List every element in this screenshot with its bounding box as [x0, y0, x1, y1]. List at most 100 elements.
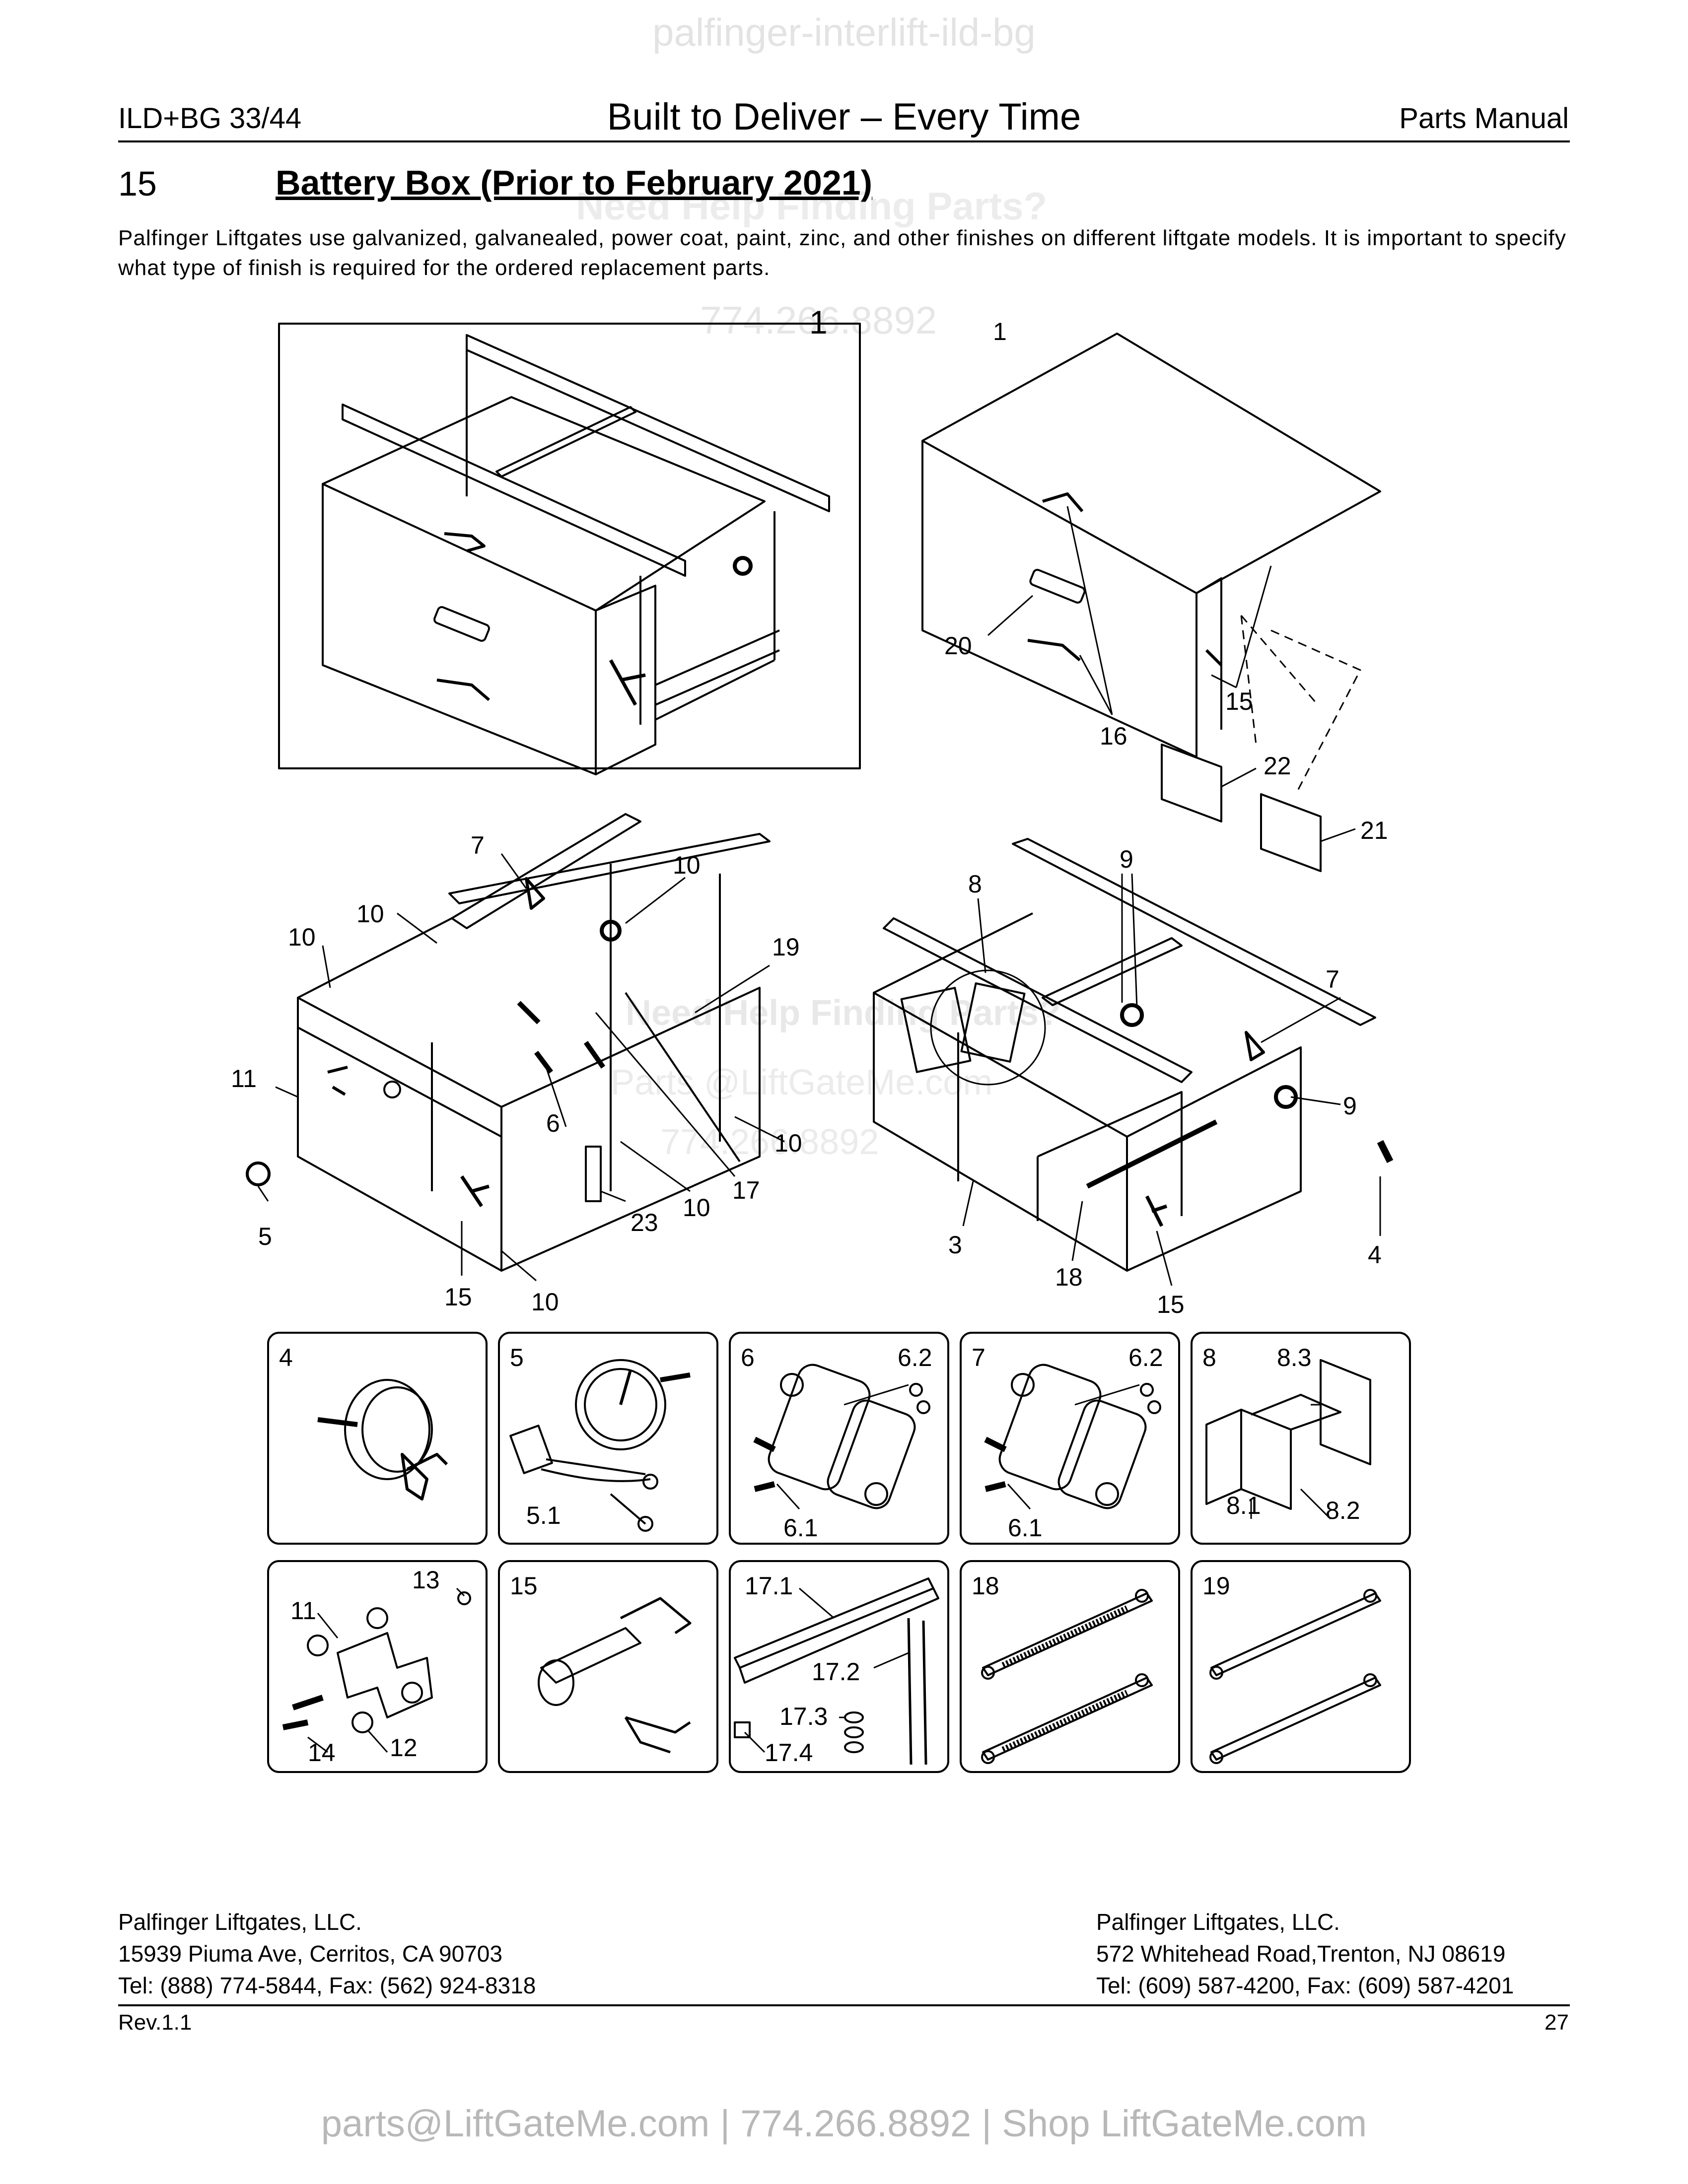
- detail-id-18: 18: [972, 1572, 999, 1600]
- detail-17-label-17-4: 17.4: [765, 1739, 813, 1767]
- callout-11-left: 11: [231, 1065, 257, 1092]
- callout-1: 1: [809, 304, 828, 341]
- detail-id-6: 6: [741, 1344, 755, 1371]
- detail-box-11: [267, 1560, 488, 1773]
- detail-8-label-8-1: 8.1: [1226, 1492, 1261, 1519]
- watermark-help-upper: Need Help Finding Parts?: [576, 184, 1048, 228]
- detail-id-19: 19: [1202, 1572, 1230, 1600]
- cover-illustration: [921, 333, 1381, 872]
- open-box-right-illustration: [873, 838, 1394, 1286]
- detail-row-2: [267, 1560, 1411, 1773]
- footer-west-company: Palfinger Liftgates, LLC.: [118, 1909, 362, 1935]
- callout-7-left: 7: [471, 831, 485, 859]
- page-number: 27: [1545, 2010, 1569, 2035]
- detail-row-1: [267, 1332, 1411, 1545]
- detail-box-18: [960, 1560, 1180, 1773]
- detail-7-label-6-1: 6.1: [1008, 1514, 1043, 1542]
- detail-box-6: [729, 1332, 949, 1545]
- footer-west-address: 15939 Piuma Ave, Cerritos, CA 90703: [118, 1941, 502, 1967]
- footer-address-east: Palfinger Liftgates, LLC. 572 Whitehead …: [1096, 1906, 1514, 2001]
- callout-15-left: 15: [444, 1283, 472, 1311]
- detail-6-label-6-2: 6.2: [898, 1344, 932, 1371]
- watermark-top: palfinger-interlift-ild-bg: [652, 10, 1036, 54]
- detail-17-label-17-2: 17.2: [812, 1658, 860, 1686]
- detail-box-19: [1191, 1560, 1411, 1773]
- footer-east-company: Palfinger Liftgates, LLC.: [1096, 1909, 1340, 1935]
- detail-id-17-1: 17.1: [745, 1572, 793, 1600]
- header-manual-type: Parts Manual: [1399, 102, 1569, 135]
- callout-20: 20: [944, 632, 972, 660]
- callout-6-left: 6: [546, 1109, 560, 1137]
- detail-id-15: 15: [510, 1572, 538, 1600]
- callout-10-c: 10: [288, 923, 316, 951]
- callout-10-e: 10: [683, 1194, 710, 1222]
- battery-switch-icon: [317, 1379, 448, 1501]
- detail-id-7: 7: [972, 1344, 985, 1371]
- callout-15-right: 15: [1157, 1291, 1185, 1318]
- section-title: Battery Box (Prior to February 2021): [276, 163, 873, 202]
- header-slogan: Built to Deliver – Every Time: [607, 96, 1081, 138]
- assembly-frame: [278, 323, 861, 769]
- callout-8-right: 8: [968, 870, 982, 898]
- detail-box-4: [267, 1332, 488, 1545]
- callout-19: 19: [772, 933, 800, 961]
- promo-contact-line: parts@LiftGateMe.com | 774.266.8892 | Sh…: [321, 2103, 1367, 2145]
- callout-10-b: 10: [356, 900, 384, 928]
- watermark-phone-lower: 774.266.8892: [660, 1122, 879, 1162]
- footer-east-contact: Tel: (609) 587-4200, Fax: (609) 587-4201: [1096, 1973, 1514, 1998]
- header-model: ILD+BG 33/44: [118, 102, 302, 135]
- detail-box-15: [498, 1560, 718, 1773]
- detail-box-5: [498, 1332, 718, 1545]
- footer-divider: [118, 2004, 1570, 2006]
- battery-rail-icon: [734, 1577, 939, 1765]
- callout-9-b: 9: [1343, 1092, 1357, 1120]
- detail-id-4: 4: [279, 1344, 293, 1371]
- callout-16: 16: [1100, 722, 1127, 750]
- battery-strap-18-icon: [981, 1589, 1153, 1764]
- detail-box-8: [1191, 1332, 1411, 1545]
- section-number: 15: [118, 164, 157, 203]
- callout-2: 1: [993, 318, 1007, 345]
- callout-18-right: 18: [1055, 1263, 1083, 1291]
- callout-10-a: 10: [673, 851, 701, 879]
- mounting-bracket-icon: [282, 1587, 471, 1753]
- callout-15-top: 15: [1225, 687, 1253, 715]
- intro-paragraph: Palfinger Liftgates use galvanized, galv…: [118, 226, 1566, 280]
- detail-8-label-8-2: 8.2: [1326, 1497, 1360, 1524]
- callout-7-right: 7: [1326, 965, 1339, 993]
- detail-id-8: 8: [1202, 1344, 1216, 1371]
- watermark-help-lower: Need Help Finding Parts?: [626, 993, 1061, 1033]
- callout-9-a: 9: [1120, 845, 1133, 873]
- detail-11-label-14: 14: [308, 1739, 336, 1767]
- relay-box-icon: [1205, 1359, 1371, 1520]
- detail-8-label-8-3: 8.3: [1277, 1344, 1312, 1371]
- callout-23: 23: [631, 1209, 658, 1236]
- fuse-holder-7-icon: [984, 1364, 1161, 1510]
- gauge-icon: [509, 1359, 691, 1532]
- footer-west-contact: Tel: (888) 774-5844, Fax: (562) 924-8318: [118, 1973, 536, 1998]
- watermark-phone-upper: 774.266.8892: [700, 298, 937, 342]
- detail-7-label-6-2: 6.2: [1128, 1344, 1163, 1371]
- detail-box-7: [960, 1332, 1180, 1545]
- callout-22: 22: [1264, 752, 1291, 780]
- callout-3: 3: [948, 1231, 962, 1259]
- detail-11-label-11: 11: [290, 1597, 316, 1625]
- assembled-box-illustration: [322, 334, 830, 775]
- detail-17-label-17-3: 17.3: [779, 1703, 828, 1730]
- detail-box-17: [729, 1560, 949, 1773]
- detail-11-label-12: 12: [390, 1734, 418, 1762]
- detail-11-label-13: 13: [412, 1566, 440, 1594]
- detail-5-label-5-1: 5.1: [526, 1502, 561, 1529]
- callout-10-d: 10: [774, 1129, 802, 1157]
- callout-17: 17: [732, 1176, 760, 1204]
- detail-id-5: 5: [510, 1344, 524, 1371]
- header-divider: [118, 140, 1570, 142]
- detail-6-label-6-1: 6.1: [783, 1514, 818, 1542]
- fuse-holder-6-icon: [753, 1364, 930, 1510]
- revision-label: Rev.1.1: [118, 2010, 192, 2035]
- callout-5-left: 5: [258, 1223, 272, 1250]
- callout-4-right: 4: [1368, 1241, 1382, 1269]
- latch-icon: [538, 1597, 692, 1754]
- battery-bar-19-icon: [1209, 1589, 1381, 1764]
